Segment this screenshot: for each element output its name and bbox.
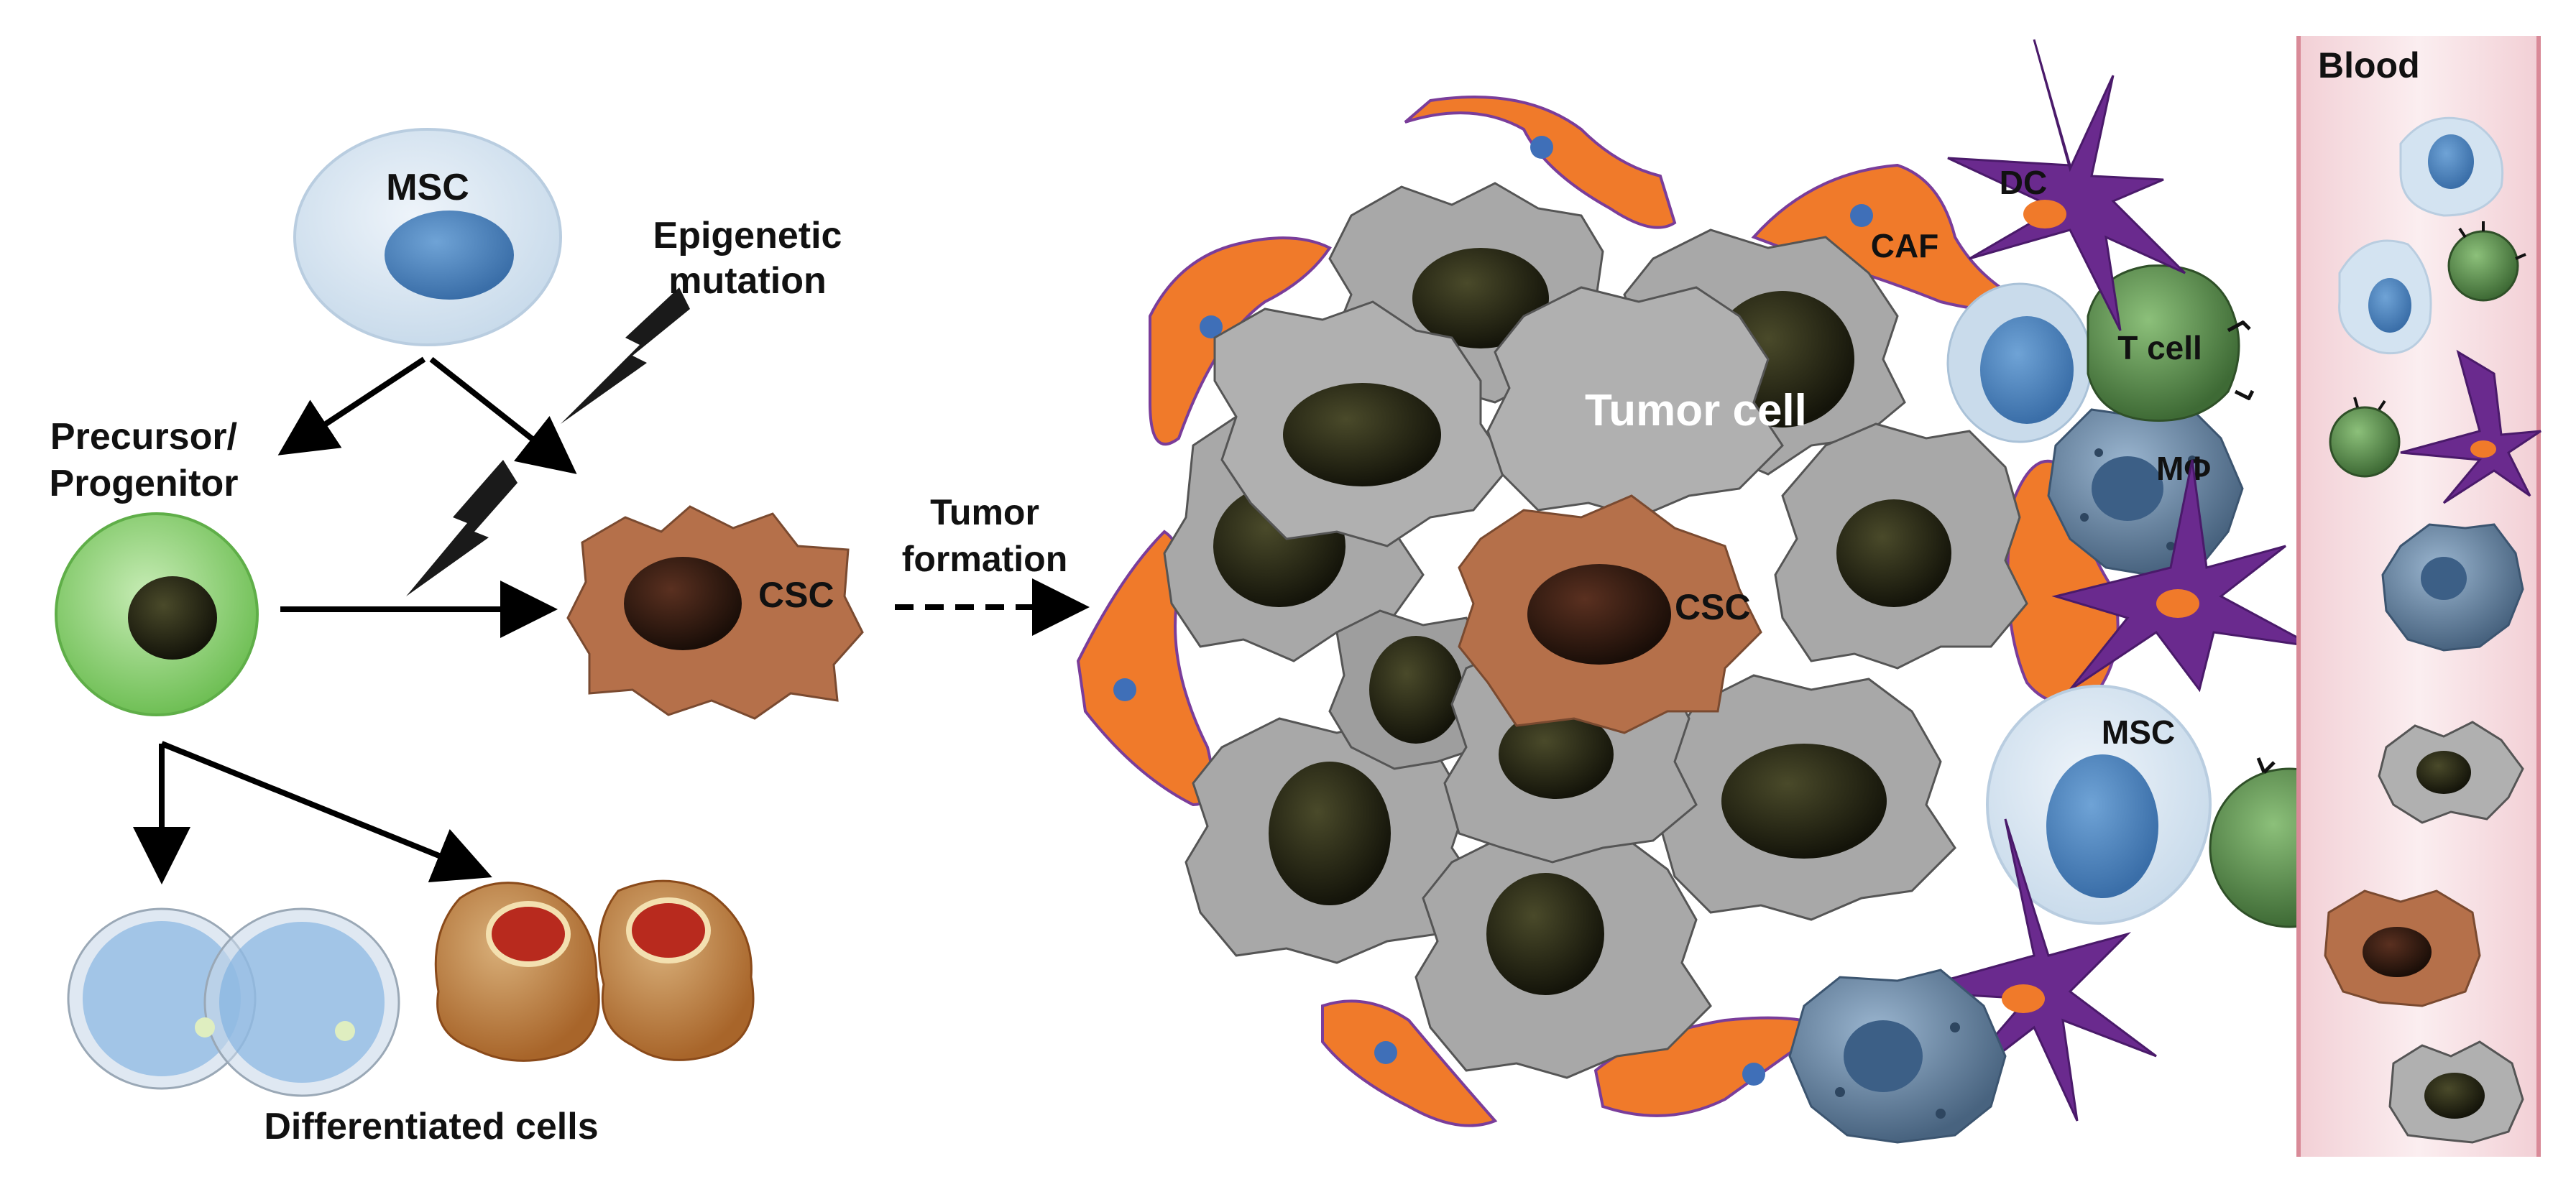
caf-cell [1076, 530, 1214, 807]
csc-center-label: CSC [1675, 587, 1751, 627]
csc-left-label: CSC [758, 575, 834, 615]
blood-tumor-cell [2378, 721, 2524, 824]
caf-label: CAF [1871, 227, 1939, 264]
t-cell [2087, 264, 2255, 422]
arrow-differentiation-2 [160, 741, 492, 883]
blood-label: Blood [2318, 45, 2420, 86]
tumor-cell [1328, 609, 1496, 770]
dc-label: DC [2000, 164, 2047, 201]
lightning-bolt-icon [561, 287, 690, 424]
blood-msc-cell [2399, 116, 2504, 217]
epigenetic-label-1: Epigenetic [653, 215, 842, 256]
differentiated-cells-label: Differentiated cells [264, 1106, 598, 1147]
tumor-cell [1414, 832, 1712, 1079]
arrow-msc-to-progenitor [277, 356, 426, 456]
caf-cell [1404, 96, 1677, 229]
macrophage-label: MΦ [2156, 450, 2211, 487]
t-cell-label: T cell [2117, 329, 2202, 366]
blood-t-cell [2447, 221, 2526, 302]
tumor-cell [1486, 286, 1784, 519]
precursor-label-2: Progenitor [50, 463, 239, 504]
precursor-label-1: Precursor/ [50, 416, 237, 458]
caf-cell [1321, 999, 1498, 1127]
progenitor-cell [55, 512, 259, 716]
arrow-msc-to-csc [429, 356, 577, 474]
blood-macrophage-cell [2381, 523, 2524, 652]
blood-csc-cell [2324, 889, 2481, 1007]
blood-tumor-cell [2388, 1040, 2524, 1144]
tumor-cell-label: Tumor cell [1585, 386, 1807, 435]
csc-center-cell [1458, 494, 1762, 734]
blood-dendritic-cell [2400, 349, 2542, 504]
caf-cell [1149, 236, 1332, 446]
dendritic-cell [1947, 39, 2186, 331]
csc-left-cell [566, 505, 864, 720]
msc-top-label: MSC [386, 167, 469, 208]
msc-right-label: MSC [2102, 713, 2175, 751]
differentiated-cells-blue [67, 907, 400, 1097]
msc-right-cell [1986, 685, 2212, 925]
tumor-cell [1213, 300, 1511, 547]
tumor-cell [1659, 674, 1956, 921]
tumor-cell [1184, 717, 1482, 964]
tumor-cell [1774, 422, 2028, 670]
blood-t-cell [2329, 397, 2401, 478]
caf-cell [1751, 163, 2047, 313]
blood-msc-cell [2338, 239, 2432, 355]
differentiated-cells-brown [434, 879, 755, 1062]
msc-small-cell [1946, 282, 2093, 443]
tumor-formation-label-1: Tumor [930, 492, 1039, 532]
lightning-bolt-icon [406, 460, 518, 596]
macrophage-cell [1788, 969, 2007, 1144]
tumor-formation-label-2: formation [902, 539, 1068, 579]
msc-top-cell [293, 128, 562, 346]
epigenetic-label-2: mutation [668, 260, 827, 302]
